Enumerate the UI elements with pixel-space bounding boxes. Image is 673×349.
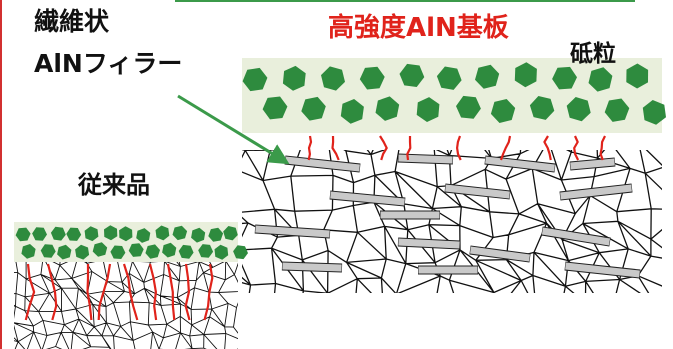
- fiber-filler: [485, 156, 555, 172]
- crack: [331, 135, 340, 161]
- abrasive-grain: [490, 99, 516, 123]
- grain-boundaries: [242, 150, 662, 293]
- crack: [203, 263, 214, 321]
- fibrous-aln-filler-label: 繊維状 AlNフィラー: [34, 8, 182, 77]
- abrasive-grain: [436, 66, 462, 90]
- abrasive-grain: [110, 245, 126, 259]
- abrasive-grain: [172, 225, 188, 241]
- abrasive-grain: [588, 67, 613, 92]
- abrasive-grain: [604, 98, 630, 122]
- abrasive-grain: [529, 96, 555, 120]
- abrasive-grain: [208, 227, 224, 242]
- abrasive-grain: [198, 244, 214, 258]
- abrasive-grain-label: 砥粒: [570, 41, 616, 67]
- abrasive-grain: [84, 226, 99, 242]
- abrasive-grain: [340, 99, 364, 124]
- abrasive-grain: [456, 95, 481, 119]
- crack: [122, 263, 139, 321]
- abrasive-grain: [475, 64, 500, 89]
- abrasive-grain: [642, 100, 666, 125]
- abrasive-grain: [128, 243, 144, 257]
- abrasive-grain: [262, 96, 288, 120]
- crack: [24, 263, 36, 321]
- aln-grain-structure-main: [242, 150, 662, 293]
- abrasive-grain: [92, 242, 108, 257]
- abrasive-grain: [242, 67, 268, 92]
- abrasive-grain: [552, 66, 577, 90]
- crack: [46, 263, 58, 321]
- abrasive-grain: [214, 244, 229, 260]
- abrasive-grain: [223, 226, 238, 241]
- abrasive-grain: [136, 228, 151, 243]
- crack: [148, 263, 158, 321]
- fiber-filler: [470, 246, 530, 262]
- abrasive-grain: [514, 62, 537, 88]
- abrasive-grain: [566, 97, 591, 122]
- top-divider: [175, 0, 635, 2]
- fiber-filler: [398, 154, 453, 164]
- abrasive-grain: [57, 244, 72, 260]
- fiber-filler: [541, 227, 611, 246]
- abrasive-grain: [66, 227, 82, 241]
- fiber-filler: [565, 262, 640, 278]
- fiber-filler: [285, 156, 360, 172]
- crack: [86, 264, 93, 321]
- abrasive-grain: [32, 227, 47, 241]
- crack: [184, 263, 191, 321]
- grain-boundaries: [14, 262, 238, 349]
- abrasive-grain: [233, 245, 248, 260]
- crack: [307, 135, 313, 161]
- abrasive-grain: [282, 65, 306, 91]
- fiber-filler: [255, 225, 330, 238]
- abrasive-grain: [416, 97, 440, 122]
- abrasive-grain: [301, 96, 326, 121]
- crack: [573, 135, 580, 161]
- abrasive-grain: [162, 242, 177, 258]
- abrasive-grains-main: [242, 62, 666, 125]
- abrasive-grain: [50, 226, 66, 241]
- abrasive-grain: [178, 244, 194, 259]
- abrasive-grain: [104, 225, 118, 241]
- fiber-filler: [560, 184, 632, 200]
- abrasive-grain: [40, 244, 56, 258]
- crack: [456, 135, 462, 161]
- abrasive-grain: [145, 244, 160, 259]
- crack: [599, 135, 606, 161]
- abrasive-grain: [375, 96, 400, 121]
- abrasive-grain: [75, 244, 90, 260]
- abrasive-grain: [399, 63, 425, 87]
- left-frame-border: [0, 0, 2, 349]
- abrasive-grain: [21, 244, 36, 259]
- crack: [543, 135, 552, 161]
- crack: [166, 263, 176, 321]
- crack: [97, 263, 112, 321]
- abrasive-grain: [155, 225, 170, 241]
- crack: [406, 136, 412, 161]
- fiber-filler: [570, 158, 615, 170]
- abrasive-grain: [119, 226, 133, 242]
- fiber-label-line1: 繊維状: [34, 7, 110, 36]
- fiber-label-line2: AlNフィラー: [34, 48, 183, 78]
- crack: [499, 135, 512, 161]
- abrasive-grain: [191, 227, 206, 243]
- abrasive-grains-conventional: [15, 225, 248, 260]
- filler-pointer-arrow: [177, 94, 290, 165]
- fiber-filler: [445, 184, 510, 199]
- fiber-filler: [282, 262, 342, 272]
- conventional-product-label: 従来品: [78, 171, 150, 199]
- fiber-filler: [398, 238, 460, 249]
- fiber-filler: [330, 191, 405, 206]
- abrasive-grain: [15, 227, 31, 242]
- abrasive-grain: [321, 66, 345, 91]
- abrasive-grain: [626, 63, 649, 89]
- cracks-main: [307, 135, 606, 161]
- crack: [379, 135, 388, 161]
- diagram-title: 高強度AlN基板: [328, 13, 509, 43]
- cracks-conventional: [24, 263, 214, 321]
- aln-grain-structure-conventional: [14, 262, 238, 349]
- abrasive-grain: [359, 66, 385, 90]
